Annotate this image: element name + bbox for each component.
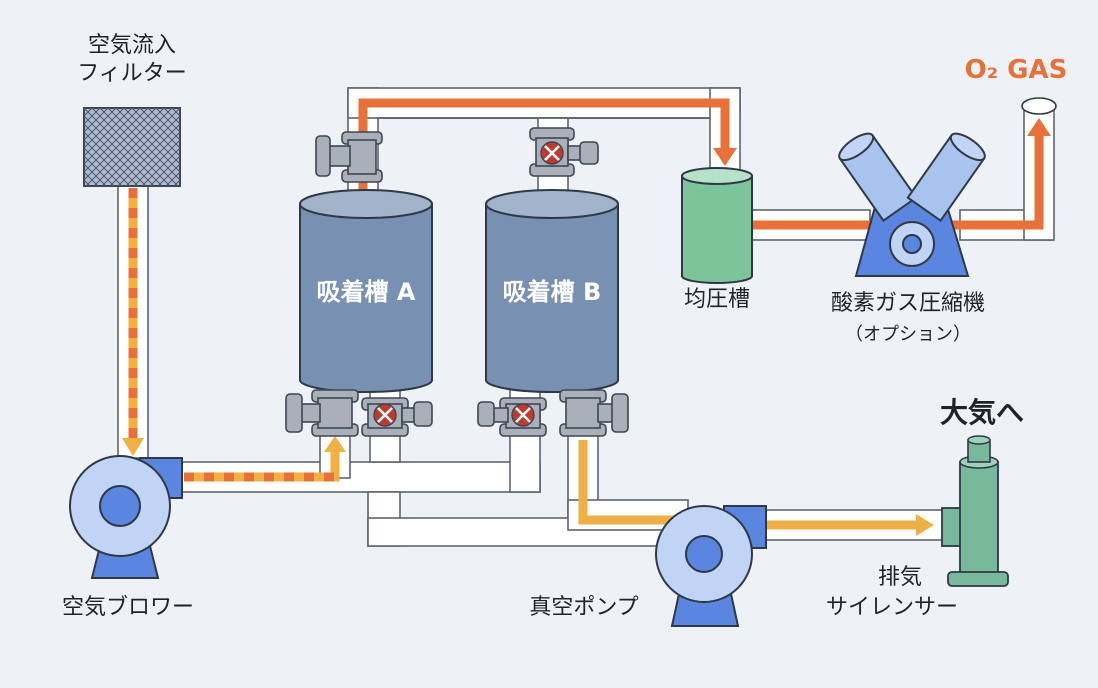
equalizer-label: 均圧槽: [684, 287, 750, 312]
silencer-icon: [941, 435, 1009, 587]
vacuum-pump-icon: [655, 505, 767, 627]
o2-gas-label: O₂ GAS: [965, 55, 1068, 85]
tank-a-label: 吸着槽 A: [317, 278, 416, 306]
valve-closed-icon: [529, 127, 599, 177]
mesh-filter-icon: [83, 107, 181, 187]
valve-closed-icon: [361, 397, 433, 437]
exhaust-flow: [578, 440, 934, 536]
blower-icon: [69, 455, 183, 579]
air-feed-flow: [184, 436, 346, 482]
silencer-label-line1: 排気: [878, 565, 922, 590]
to-atmosphere-label: 大気へ: [940, 396, 1024, 429]
adsorption-tank-b: [485, 189, 619, 393]
oxygen-outlet-flow: [752, 118, 1051, 230]
valve-closed-icon: [477, 397, 547, 437]
vacuum-pump-label: 真空ポンプ: [529, 595, 638, 620]
valve-open-icon: [285, 389, 359, 437]
valve-open-icon: [559, 389, 629, 437]
filter-label-line2: フィルター: [77, 61, 187, 86]
compressor-icon: [838, 132, 986, 277]
filter-label-line1: 空気流入: [88, 33, 176, 58]
labels: 空気流入 フィルター 吸着槽 A 吸着槽 B 均圧槽 酸素ガス圧縮機 （オプショ…: [62, 33, 1067, 620]
compressor-label-line2: （オプション）: [845, 324, 971, 345]
adsorption-tank-a: [299, 189, 433, 393]
silencer-label-line2: サイレンサー: [826, 595, 958, 620]
air-intake-flow: [122, 188, 144, 456]
equalizer-tank: [681, 167, 753, 284]
tank-b-label: 吸着槽 B: [503, 278, 602, 306]
valve-open-icon: [315, 131, 383, 183]
outlet-cap: [1021, 97, 1057, 115]
blower-label: 空気ブロワー: [62, 595, 194, 620]
compressor-label-line1: 酸素ガス圧縮機: [831, 291, 985, 316]
